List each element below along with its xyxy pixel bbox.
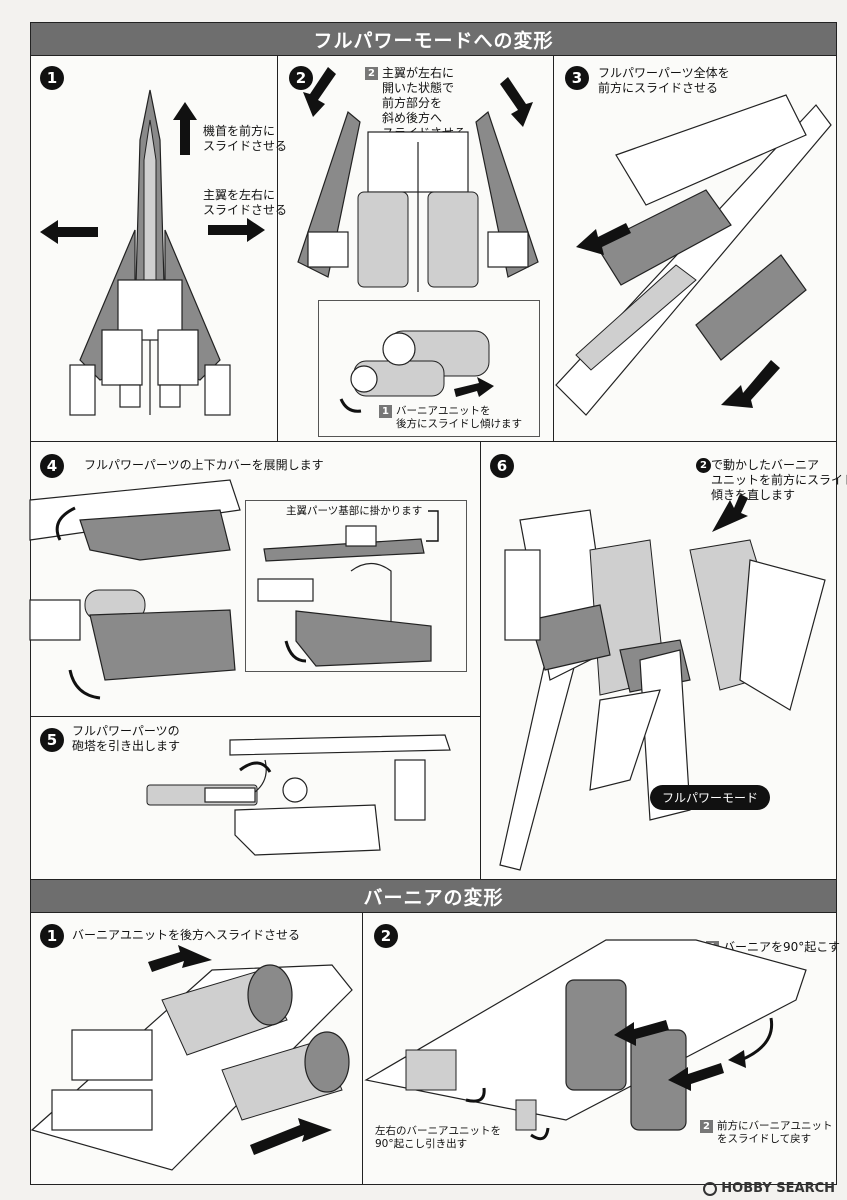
turret-pull-instruction: フルパワーパーツの 砲塔を引き出します <box>72 724 181 753</box>
vernier-raise-illustration <box>364 939 807 1141</box>
cover-detail-illustration <box>257 510 439 667</box>
cover-open-illustration <box>29 479 241 700</box>
jet-top-view-illustration <box>40 89 265 416</box>
arrow-down-left-icon <box>712 494 748 532</box>
substep-badge: 1 <box>379 405 392 418</box>
vernier-slide-instruction: 1 バーニアユニットを 後方にスライドし傾けます <box>379 405 522 431</box>
step-number-2: 2 <box>289 66 313 90</box>
turret-illustration <box>146 734 451 856</box>
arrow-down-left-icon <box>303 67 336 117</box>
vernier-step-number-1: 1 <box>40 924 64 948</box>
vernier-unit-illustration <box>339 330 494 413</box>
divider <box>362 913 363 1185</box>
rotate-arrow-icon <box>68 669 101 700</box>
vernier-pull-instruction: 左右のバーニアユニットを 90°起こし引き出す <box>375 1125 501 1150</box>
cover-open-instruction: フルパワーパーツの上下カバーを展開します <box>84 458 324 472</box>
arrow-down-left-icon <box>576 223 631 255</box>
substep-badge: 2 <box>700 1120 713 1133</box>
divider <box>30 441 837 442</box>
full-power-mode-jet-illustration <box>499 494 826 871</box>
step-number-3: 3 <box>565 66 589 90</box>
section-title-full-power: フルパワーモードへの変形 <box>30 22 837 56</box>
divider <box>553 56 554 441</box>
arrow-up-right-icon <box>250 1118 332 1155</box>
arrow-left-icon <box>668 1063 724 1091</box>
full-power-mode-label: フルパワーモード <box>650 785 771 810</box>
vernier-slide-text: バーニアユニットを 後方にスライドし傾けます <box>396 405 522 430</box>
full-power-slide-instruction: フルパワーパーツ全体を 前方にスライドさせる <box>598 66 730 95</box>
section-title-text: バーニアの変形 <box>363 886 504 909</box>
vernier-raise-text: バーニアを90°起こす <box>723 940 841 954</box>
wings-instruction: 主翼を左右に スライドさせる <box>203 188 288 217</box>
section-title-text: フルパワーモードへの変形 <box>313 29 554 52</box>
rotate-arrow-icon <box>284 640 307 663</box>
wing-base-note: 主翼パーツ基部に掛かります <box>286 505 423 517</box>
rotate-arrow-icon <box>55 506 76 541</box>
step-number-1: 1 <box>40 66 64 90</box>
arrow-right-icon <box>454 377 494 397</box>
section-title-vernier: バーニアの変形 <box>30 879 837 913</box>
vernier-restore-text: で動かしたバーニア ユニットを前方にスライドし 傾きを直します <box>711 458 847 502</box>
watermark-text: HOBBY SEARCH <box>721 1181 835 1196</box>
arrow-up-right-icon <box>148 945 212 972</box>
rotate-arrow-icon <box>740 1017 774 1062</box>
vernier-rear-slide-instruction: バーニアユニットを後方へスライドさせる <box>72 928 301 942</box>
arrow-left-icon <box>614 1020 669 1046</box>
rotate-arrow-icon <box>239 761 272 773</box>
vernier-return-instruction: 2 前方にバーニアユニット をスライドして戻す <box>700 1120 833 1146</box>
rotate-arrow-icon <box>339 398 362 413</box>
arrow-left-icon <box>40 220 98 244</box>
vernier-return-text: 前方にバーニアユニット をスライドして戻す <box>717 1120 833 1145</box>
arrow-right-icon <box>208 218 265 242</box>
divider <box>277 56 278 441</box>
vernier-detail-inset: 1 バーニアユニットを 後方にスライドし傾けます <box>318 300 540 437</box>
divider <box>30 716 480 717</box>
vernier-step-number-2: 2 <box>374 924 398 948</box>
divider <box>480 441 481 879</box>
substep-badge: 2 <box>365 67 378 80</box>
wing-rear-view-illustration <box>297 67 539 292</box>
arrow-down-right-icon <box>500 77 533 127</box>
arrow-left-icon <box>728 1050 746 1068</box>
hobby-search-logo-icon <box>703 1181 718 1196</box>
nose-instruction: 機首を前方に スライドさせる <box>203 124 288 153</box>
step-number-6: 6 <box>490 454 514 478</box>
watermark: HOBBY SEARCH <box>703 1181 835 1196</box>
step-number-5: 5 <box>40 728 64 752</box>
step-number-4: 4 <box>40 454 64 478</box>
vernier-slide-illustration <box>30 945 353 1171</box>
arrow-up-icon <box>173 102 197 155</box>
rotate-arrow-icon <box>465 1087 486 1103</box>
arrow-down-left-icon <box>721 360 780 408</box>
rotate-arrow-icon <box>530 1127 550 1141</box>
cover-detail-inset: 主翼パーツ基部に掛かります <box>245 500 467 672</box>
full-power-parts-illustration <box>555 94 832 416</box>
step-reference-badge: 2 <box>696 458 711 473</box>
